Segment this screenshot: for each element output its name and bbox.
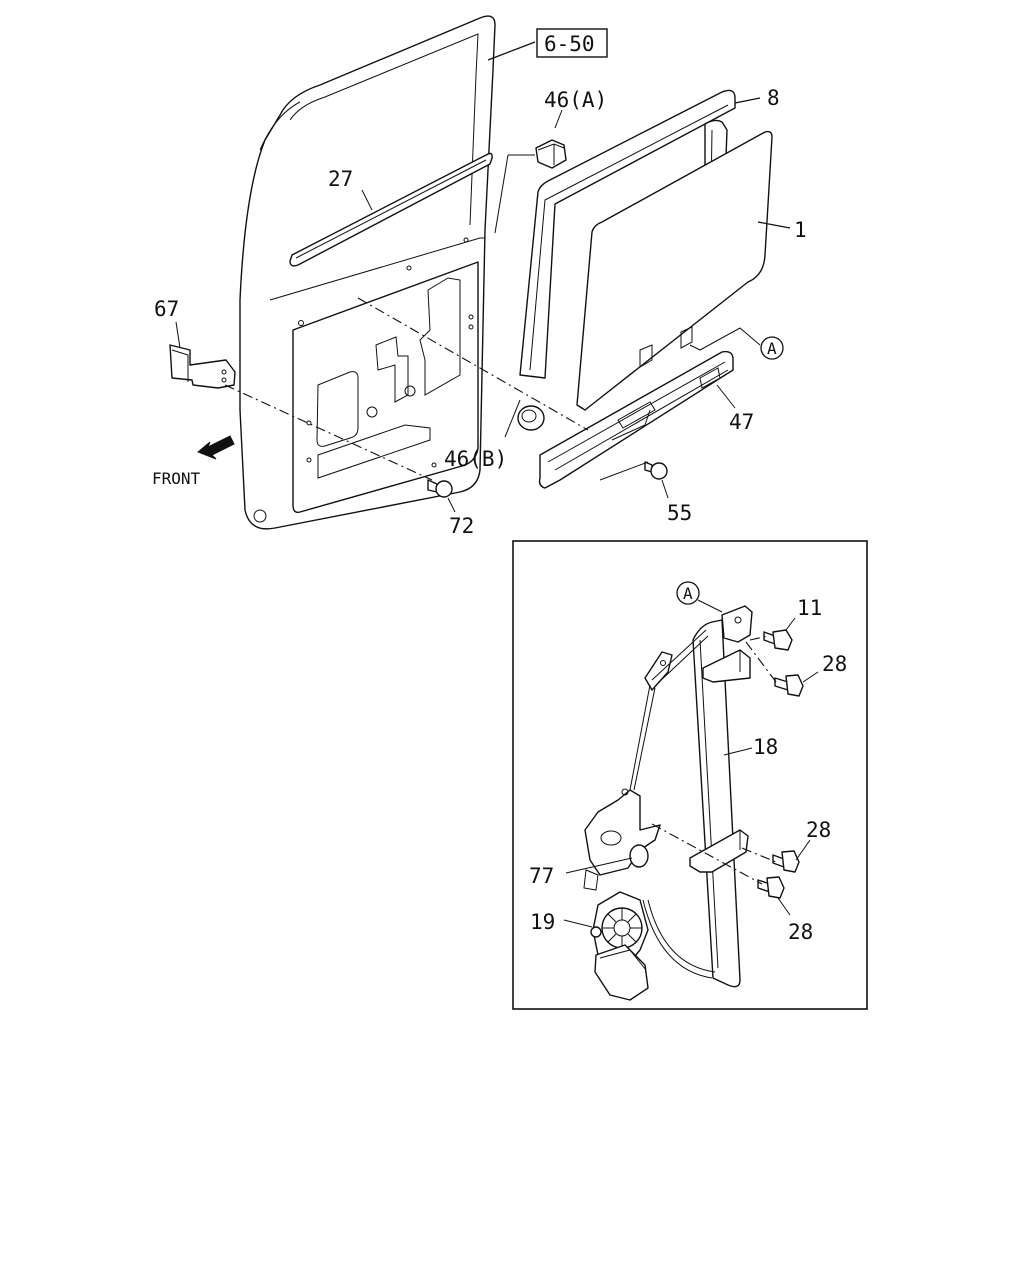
label-part-77[interactable]: 77: [529, 864, 554, 888]
label-part-11[interactable]: 11: [797, 596, 822, 620]
label-part-1[interactable]: 1: [794, 218, 807, 242]
label-part-28-top[interactable]: 28: [822, 652, 847, 676]
part-19-motor: [590, 891, 649, 1001]
ref-box: [536, 28, 608, 58]
detail-inset-frame: [512, 540, 868, 1010]
part-67-bracket: [169, 344, 236, 389]
label-circle-a[interactable]: A: [767, 339, 777, 358]
label-front: FRONT: [152, 469, 201, 488]
label-part-46b[interactable]: 46(B): [444, 447, 507, 471]
part-28-bolt-mid: [772, 850, 800, 873]
leader-lines-inset: [563, 599, 819, 928]
part-27-weatherstrip: [289, 152, 493, 267]
label-part-67[interactable]: 67: [154, 297, 179, 321]
label-part-55[interactable]: 55: [667, 501, 692, 525]
part-46b-grommet: [517, 405, 545, 431]
circle-a-marker: [760, 336, 784, 360]
part-46a-clip: [535, 139, 567, 169]
part-18-regulator-assembly: [583, 605, 753, 988]
part-1-window-glass: [576, 130, 773, 411]
label-part-72[interactable]: 72: [449, 514, 474, 538]
label-part-47[interactable]: 47: [729, 410, 754, 434]
part-72-screw: [427, 479, 453, 498]
label-part-19[interactable]: 19: [530, 910, 555, 934]
part-47-regulator-rail: [538, 350, 734, 489]
leader-lines-top: [175, 41, 791, 513]
label-inset-circle-a[interactable]: A: [683, 584, 693, 603]
label-part-18[interactable]: 18: [753, 735, 778, 759]
part-55-screw: [644, 461, 668, 480]
label-part-27[interactable]: 27: [328, 167, 353, 191]
arrow-down-left-icon: [197, 435, 235, 460]
inset-circle-a-marker: [676, 581, 700, 605]
label-part-46a[interactable]: 46(A): [544, 88, 607, 112]
label-part-28-mid[interactable]: 28: [806, 818, 831, 842]
door-panel: [239, 15, 496, 530]
part-11-bolt: [763, 629, 793, 651]
label-ref-6-50[interactable]: 6-50: [544, 32, 595, 56]
label-part-28-bot[interactable]: 28: [788, 920, 813, 944]
label-part-8[interactable]: 8: [767, 86, 780, 110]
part-28-bolt-top: [774, 674, 804, 697]
part-28-bolt-bot: [757, 876, 785, 899]
